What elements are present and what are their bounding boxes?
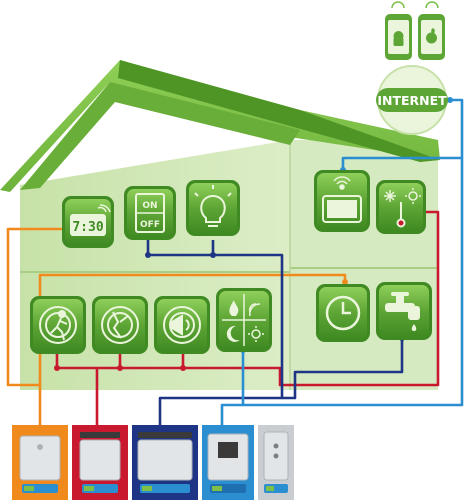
daylight-sun-icon (248, 326, 264, 342)
wire-orange-alarm (6, 227, 72, 425)
wire-blue-tablet (341, 156, 462, 170)
apple-phone-icon (418, 14, 445, 60)
light-bulb-tile (186, 180, 240, 236)
flame-icon (229, 300, 239, 316)
roof (0, 60, 440, 192)
orange-module (12, 425, 68, 500)
wifi-icon (391, 1, 439, 9)
water-faucet-icon (385, 292, 420, 331)
wire-blue-internet (220, 98, 464, 425)
sun-icon (405, 188, 421, 204)
snowflake-icon (384, 190, 396, 202)
day-night-tile (216, 288, 272, 352)
glass-break-icon (101, 306, 139, 344)
glass-break-tile (92, 296, 148, 354)
navy-module (132, 425, 198, 500)
internet-label: INTERNET (377, 93, 447, 108)
red-module (72, 425, 128, 500)
roof-front-slope (20, 82, 300, 190)
running-person-icon (39, 306, 77, 344)
moon-icon (226, 325, 240, 342)
switch-off-label: OFF (140, 220, 160, 230)
switch-on-label: ON (142, 201, 157, 211)
alarm-clock-tile: 7:30 (62, 196, 114, 248)
tablet-icon (322, 195, 362, 223)
android-phone-icon (385, 14, 412, 60)
roof-ridge (118, 60, 440, 162)
alarm-clock-time: 7:30 (72, 220, 103, 235)
grey-module (258, 425, 294, 500)
signal-icon (248, 303, 261, 317)
thermostat-tile (376, 180, 426, 234)
faucet-tile (376, 282, 432, 340)
siren-tile (154, 296, 210, 354)
thermometer-icon (396, 202, 406, 228)
wire-navy-faucet (282, 338, 404, 400)
blue-module (202, 425, 254, 500)
internet-badge: INTERNET (376, 65, 448, 135)
clock-icon (325, 295, 361, 331)
motion-sensor-tile (30, 296, 86, 354)
light-bulb-icon (194, 185, 232, 227)
tablet-wifi-icon (333, 176, 351, 190)
clock-tile (316, 284, 370, 342)
siren-icon (163, 306, 201, 344)
wire-red-thermo (225, 210, 440, 387)
switch-tile: ON OFF (124, 186, 176, 240)
alarm-clock-icon (70, 214, 106, 236)
smartphones (385, 1, 445, 60)
tablet-tile (314, 170, 370, 232)
connection-wires (6, 98, 464, 425)
